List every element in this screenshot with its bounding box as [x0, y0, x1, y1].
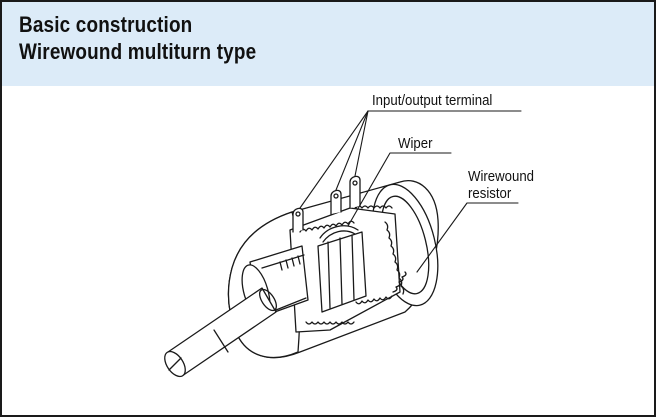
label-wirewound-line-2: resistor [468, 185, 512, 202]
title-block: Basic construction Wirewound multiturn t… [19, 11, 295, 65]
cutaway-interior [289, 205, 407, 333]
leader-lines [299, 110, 522, 273]
title-line-2: Wirewound multiturn type [19, 39, 257, 64]
label-wiper: Wiper [398, 135, 433, 152]
title-line-1: Basic construction [19, 12, 193, 37]
label-wirewound-resistor: Wirewound resistor [468, 168, 534, 202]
shaft [164, 287, 278, 378]
label-input-output-terminal: Input/output terminal [372, 92, 493, 109]
title-header: Basic construction Wirewound multiturn t… [0, 0, 656, 88]
label-wirewound-line-1: Wirewound [468, 168, 535, 185]
